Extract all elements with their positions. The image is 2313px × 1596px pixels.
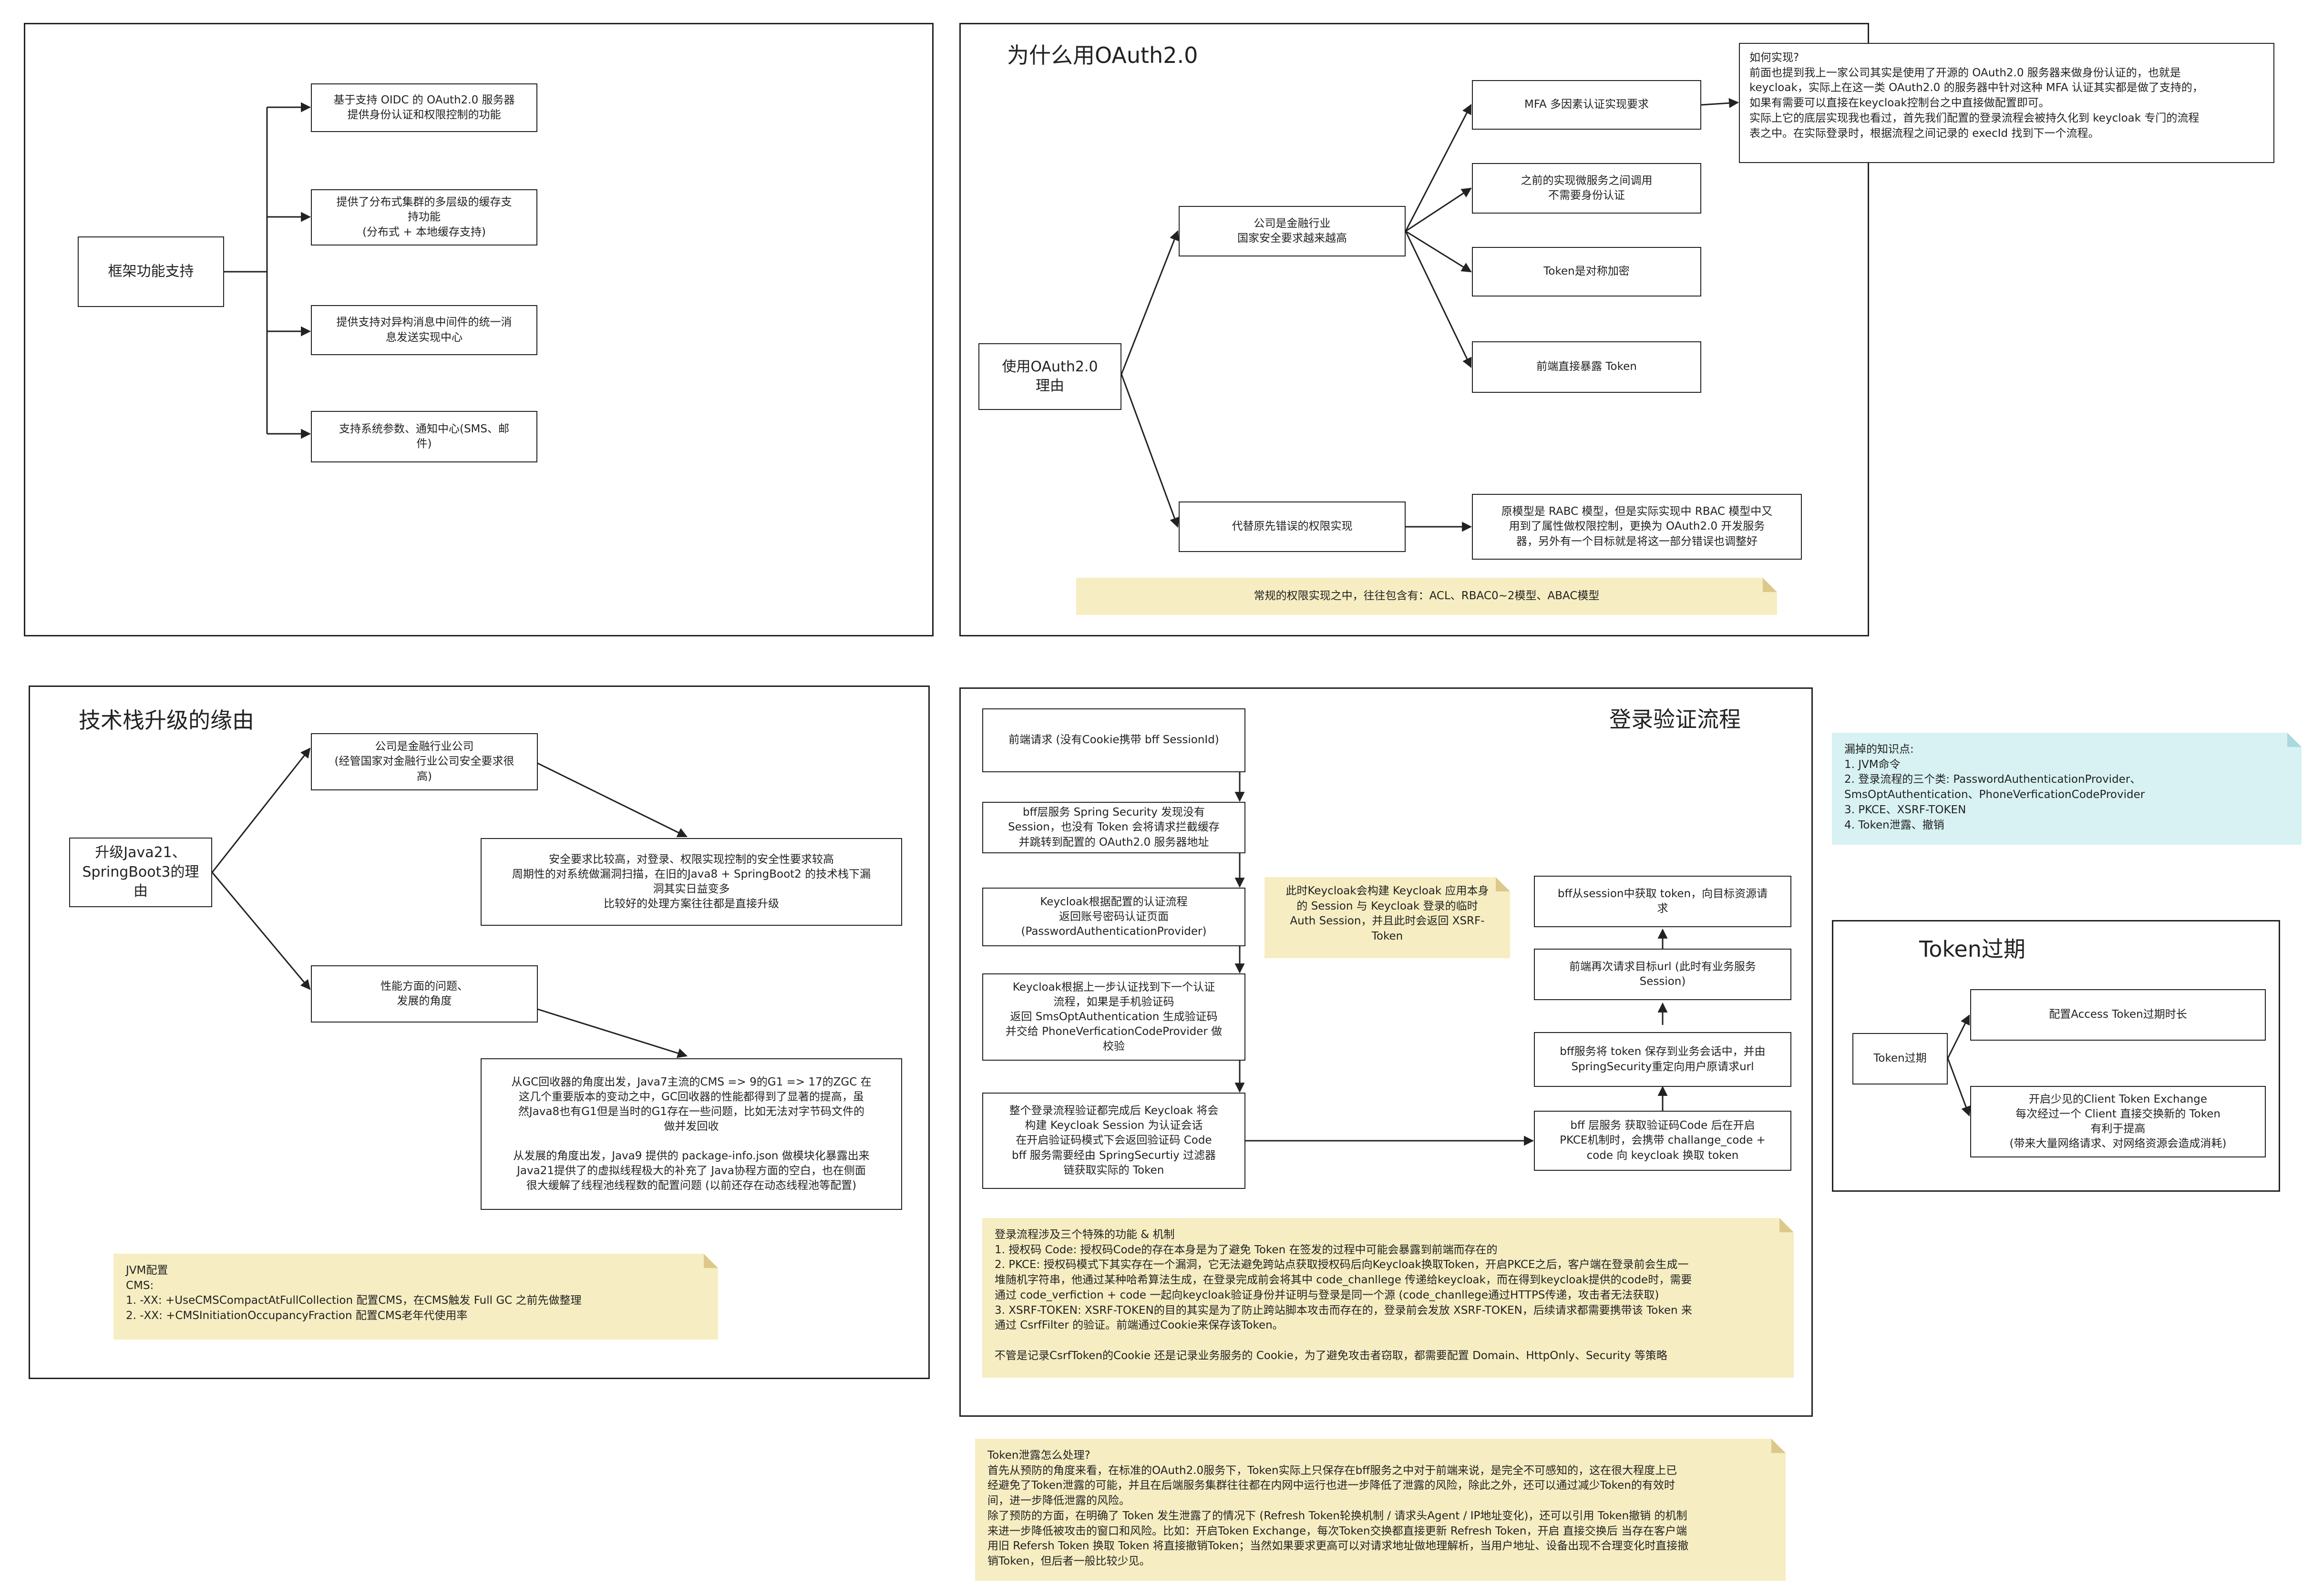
oauth-microservice: 之前的实现微服务之间调用 不需要身份认证 bbox=[1472, 163, 1701, 214]
oauth-mfa: MFA 多因素认证实现要求 bbox=[1472, 80, 1701, 130]
upgrade-root: 升级Java21、 SpringBoot3的理 由 bbox=[69, 838, 212, 907]
token-expire-title: Token过期 bbox=[1919, 936, 2025, 962]
login-step-bff-intercept: bff层服务 Spring Security 发现没有 Session，也没有 … bbox=[982, 802, 1245, 853]
missing-knowledge-note: 漏掉的知识点: 1. JVM命令 2. 登录流程的三个类: PasswordAu… bbox=[1832, 733, 2302, 845]
framework-item-notify: 支持系统参数、通知中心(SMS、邮 件) bbox=[311, 411, 537, 462]
oauth-branch-finance: 公司是金融行业 国家安全要求越来越高 bbox=[1179, 206, 1406, 256]
token-expire-option-duration: 配置Access Token过期时长 bbox=[1970, 989, 2266, 1041]
upgrade-gc: 从GC回收器的角度出发，Java7主流的CMS => 9的G1 => 17的ZG… bbox=[481, 1058, 902, 1210]
login-step-save-token: bff服务将 token 保存到业务会话中，并由 SpringSecurity重… bbox=[1534, 1032, 1791, 1087]
login-step-sms-auth: Keycloak根据上一步认证找到下一个认证 流程，如果是手机验证码 返回 Sm… bbox=[982, 973, 1245, 1061]
oauth-branch-permission: 代替原先错误的权限实现 bbox=[1179, 501, 1406, 552]
oauth-permission-note-text: 常规的权限实现之中，往往包含有：ACL、RBAC0~2模型、ABAC模型 bbox=[1254, 590, 1600, 603]
login-step-pkce-exchange: bff 层服务 获取验证码Code 后在开启 PKCE机制时，会携带 chall… bbox=[1534, 1111, 1791, 1171]
framework-item-oidc: 基于支持 OIDC 的 OAuth2.0 服务器 提供身份认证和权限控制的功能 bbox=[311, 83, 537, 132]
login-step-password-page: Keycloak根据配置的认证流程 返回账号密码认证页面 (PasswordAu… bbox=[982, 888, 1245, 946]
login-step-request-again: 前端再次请求目标url (此时有业务服务 Session) bbox=[1534, 949, 1791, 1000]
login-title: 登录验证流程 bbox=[1609, 706, 1741, 732]
upgrade-title: 技术栈升级的缘由 bbox=[79, 707, 254, 733]
oauth-root: 使用OAuth2.0 理由 bbox=[978, 343, 1121, 410]
keycloak-session-note: 此时Keycloak会构建 Keycloak 应用本身 的 Session 与 … bbox=[1264, 877, 1510, 958]
jvm-config-note: JVM配置 CMS: 1. -XX: +UseCMSCompactAtFullC… bbox=[113, 1254, 718, 1340]
oauth-permission-note: 常规的权限实现之中，往往包含有：ACL、RBAC0~2模型、ABAC模型 bbox=[1076, 578, 1777, 615]
oauth-how-to-implement: 如何实现? 前面也提到我上一家公司其实是使用了开源的 OAuth2.0 服务器来… bbox=[1739, 43, 2274, 163]
login-step-fetch-resource: bff从session中获取 token，向目标资源请 求 bbox=[1534, 876, 1791, 927]
upgrade-branch-finance: 公司是金融行业公司 (经管国家对金融行业公司安全要求很 高) bbox=[311, 733, 538, 790]
token-expire-option-exchange: 开启少见的Client Token Exchange 每次经过一个 Client… bbox=[1970, 1086, 2266, 1157]
login-step-keycloak-session: 整个登录流程验证都完成后 Keycloak 将会 构建 Keycloak Ses… bbox=[982, 1093, 1245, 1189]
oauth-title: 为什么用OAuth2.0 bbox=[1007, 42, 1198, 68]
upgrade-branch-performance: 性能方面的问题、 发展的角度 bbox=[311, 965, 538, 1023]
token-leak-note: Token泄露怎么处理? 首先从预防的角度来看，在标准的OAuth2.0服务下，… bbox=[975, 1439, 1786, 1581]
framework-item-cache: 提供了分布式集群的多层级的缓存支 持功能 (分布式 + 本地缓存支持) bbox=[311, 189, 537, 246]
upgrade-security: 安全要求比较高，对登录、权限实现控制的安全性要求较高 周期性的对系统做漏洞扫描，… bbox=[481, 838, 902, 926]
oauth-token-exposed: 前端直接暴露 Token bbox=[1472, 341, 1701, 393]
login-step-frontend-request: 前端请求 (没有Cookie携带 bff SessionId) bbox=[982, 708, 1245, 772]
oauth-token-symmetric: Token是对称加密 bbox=[1472, 247, 1701, 297]
framework-root: 框架功能支持 bbox=[78, 236, 224, 307]
framework-item-message: 提供支持对异构消息中间件的统一消 息发送实现中心 bbox=[311, 305, 537, 355]
login-mechanism-note: 登录流程涉及三个特殊的功能 & 机制 1. 授权码 Code: 授权码Code的… bbox=[982, 1218, 1794, 1378]
oauth-rbac: 原模型是 RABC 模型，但是实际实现中 RBAC 模型中又 用到了属性做权限控… bbox=[1472, 494, 1802, 560]
token-expire-root: Token过期 bbox=[1852, 1033, 1948, 1084]
